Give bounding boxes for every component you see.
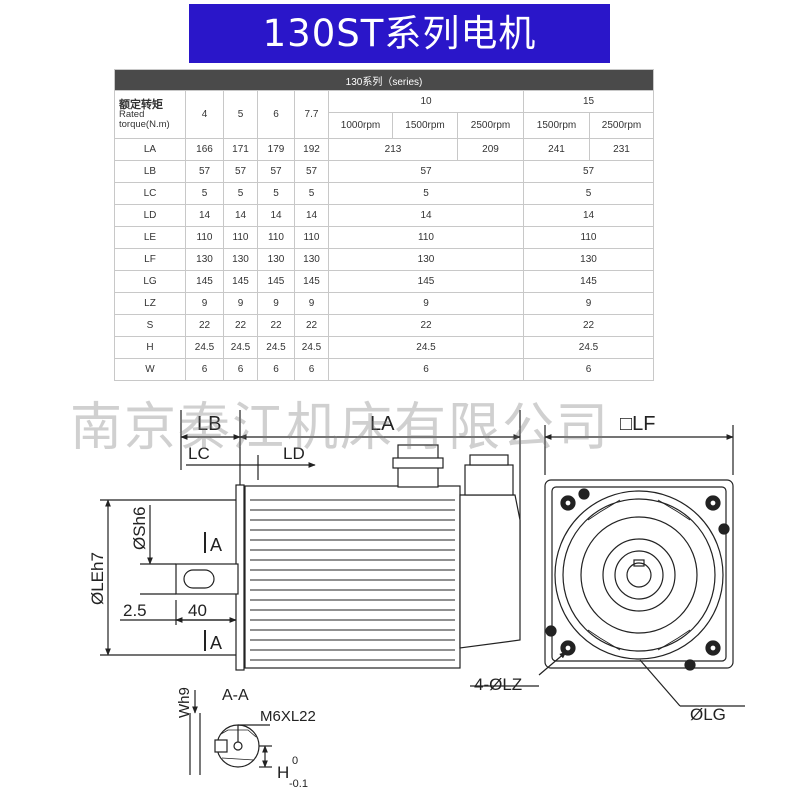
table-cell: 231 <box>588 138 655 161</box>
rpm-15-1500: 1500rpm <box>523 112 590 139</box>
dim-ld: LD <box>283 444 305 463</box>
dim-m6xl22: M6XL22 <box>260 708 316 725</box>
dim-la: LA <box>370 413 395 435</box>
dim-wh9: Wh9 <box>176 687 193 718</box>
page-title: 130ST系列电机 <box>189 4 610 63</box>
section-a-top: A <box>210 535 222 555</box>
table-row: LB 57 57 57 57 57 57 <box>114 160 655 183</box>
dim-lg: ØLG <box>690 705 726 724</box>
section-aa-label: A-A <box>222 687 249 704</box>
dim-2-5: 2.5 <box>123 601 147 620</box>
rpm-10-1000: 1000rpm <box>328 112 393 139</box>
dim-h-base: H <box>277 763 289 782</box>
torque-label-en1: Rated <box>119 108 145 120</box>
watermark: 南京秦江机床有限公司 <box>70 398 611 458</box>
dim-4-lz: 4-ØLZ <box>474 675 522 694</box>
side-view <box>100 410 521 671</box>
rpm-10-2500: 2500rpm <box>457 112 524 139</box>
table-cell: 6 <box>522 358 655 381</box>
dim-lb: LB <box>197 413 221 435</box>
table-row: H 24.5 24.5 24.5 24.5 24.5 24.5 <box>114 336 655 359</box>
torque-label-en2: torque(N.m) <box>119 118 170 130</box>
torque-4: 4 <box>185 90 224 139</box>
table-cell: 6 <box>185 358 224 381</box>
table-row: W 6 6 6 6 6 6 <box>114 358 655 381</box>
torque-label-cn: 额定转矩 <box>119 98 163 111</box>
table-row: LE 110 110 110 110 110 110 <box>114 226 655 249</box>
table-row: LD 14 14 14 14 14 14 <box>114 204 655 227</box>
front-view <box>470 425 745 707</box>
dim-40: 40 <box>188 601 207 620</box>
table-row: S 22 22 22 22 22 22 <box>114 314 655 337</box>
dim-sh6: ØSh6 <box>130 507 149 550</box>
section-aa-detail <box>189 690 272 775</box>
torque-7-7: 7.7 <box>294 90 329 139</box>
torque-header: 额定转矩 Rated torque(N.m) <box>114 90 186 139</box>
table-row: LA 166 171 179 192 213 209 241 231 <box>114 138 655 161</box>
section-a-bottom: A <box>210 633 222 653</box>
dim-h-sup: 0 <box>292 755 298 767</box>
spec-table: 130系列（series) 额定转矩 Rated torque(N.m) 4 5… <box>113 69 655 381</box>
dim-lc: LC <box>188 444 210 463</box>
dim-lf: □LF <box>620 413 655 435</box>
dim-h-sub: -0.1 <box>289 778 308 790</box>
table-row: LF 130 130 130 130 130 130 <box>114 248 655 271</box>
dim-leh7: ØLEh7 <box>88 552 107 605</box>
